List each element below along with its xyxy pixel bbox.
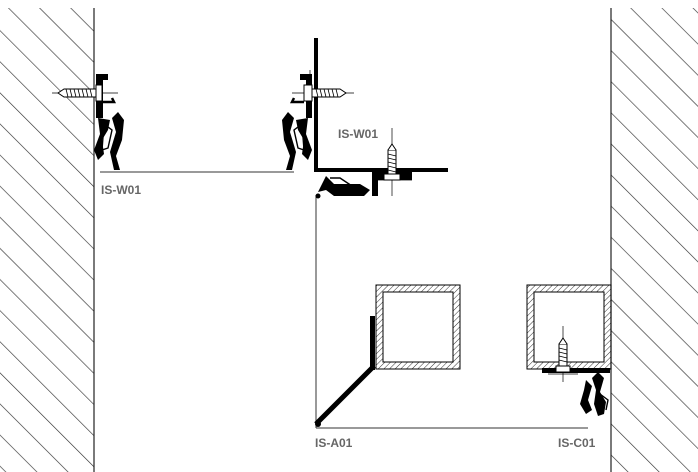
right-wall [610,8,698,472]
screw-icon [52,78,118,110]
steel-tube-right [526,284,612,370]
ceiling-lines [100,171,588,429]
screw-icon [372,128,412,196]
corner-panel [282,38,448,172]
left-wall [0,8,95,472]
label-wall-top-right: IS-W01 [338,127,378,141]
label-bottom-left: IS-A01 [315,436,353,450]
label-wall-top-left: IS-W01 [101,183,141,197]
corner-clip-profile [542,368,610,416]
screw-icon [548,326,578,382]
angled-panel-profile [314,316,376,427]
ceiling-clip-profile [315,172,412,199]
steel-tube-left [375,284,461,370]
screw-icon [292,70,354,110]
label-bottom-right: IS-C01 [558,436,596,450]
